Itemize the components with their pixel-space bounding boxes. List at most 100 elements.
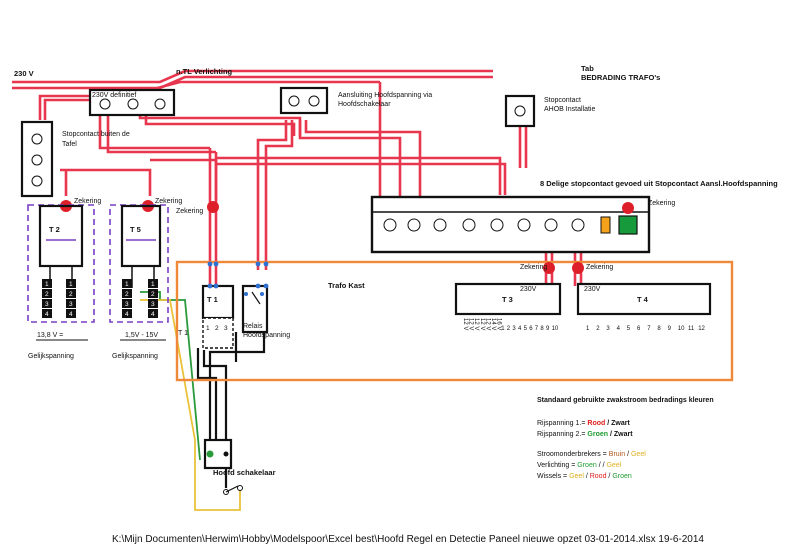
t4-output-4: 4: [617, 326, 621, 332]
t3-output-6: 14 V: [490, 318, 496, 330]
svg-text:230V: 230V: [584, 286, 601, 293]
hs-black-dot: [223, 451, 229, 457]
t4-output-9: 9: [668, 326, 672, 332]
t3-output-13: 6: [529, 326, 533, 332]
hoofd-schakelaar: Hoofd schakelaar: [203, 438, 276, 495]
wire-black-main: [202, 350, 228, 440]
t4-output-6: 6: [637, 326, 641, 332]
t2-left-terminal-label-1: 1: [45, 281, 49, 288]
t5-left-terminal-box-2: [122, 289, 132, 298]
t2-right-terminal-label-1: 1: [69, 281, 73, 288]
hs-label: Hoofd schakelaar: [213, 468, 276, 477]
t5-left-terminal-label-4: 4: [125, 311, 129, 318]
outlet-buiten-tafel: Stopcontact buiten de Tafel: [20, 120, 130, 198]
wire-relais-b: [208, 330, 266, 440]
outlet-aansluiting: Aansluiting Hoofdspanning via Hoofdschak…: [279, 86, 432, 115]
legend-verl-a: Groen: [577, 462, 597, 469]
wire-aan-8-1: [298, 120, 402, 224]
wire-top-1: [12, 69, 493, 84]
label-8-delig: 8 Delige stopcontact gevoed uit Stopcont…: [540, 179, 778, 188]
black-wires: [196, 330, 266, 488]
svg-text:Zekering: Zekering: [74, 198, 101, 205]
t5-right-terminal-box-3: [148, 299, 158, 308]
t2-right-terminal-box-3: [66, 299, 76, 308]
t3-output-5: 12 V: [484, 318, 490, 330]
t4-output-10: 10: [678, 326, 685, 332]
t5-right-terminal-label-4: 4: [151, 311, 155, 318]
relais-hoofdspanning: Relais Hoofdspanning: [241, 284, 290, 339]
fuses: Zekering Zekering Zekering Zekering Zeke…: [60, 198, 675, 274]
legend-rij2-a: Groen: [587, 431, 609, 438]
footer-path: K:\Mijn Documenten\Herwim\Hobby\Modelspo…: [112, 534, 704, 545]
legend-wissel-sep2: /: [606, 473, 613, 480]
t4-label: T 4: [637, 295, 649, 304]
t5-right-terminal-label-2: 2: [151, 291, 155, 298]
wire-t5-in: [150, 158, 218, 200]
red-wires: [12, 69, 630, 286]
t2-voltage: 13,8 V =: [37, 332, 63, 339]
t3-output-15: 8: [540, 326, 544, 332]
legend-stroom-a: Bruin: [608, 451, 626, 458]
label-tab: Tab: [581, 64, 594, 73]
legend-verl: Verlichting = Groen / / Geel: [537, 462, 621, 469]
t2-right-terminal-box-1: [66, 279, 76, 288]
legend-wissel-b: Rood: [589, 473, 607, 480]
wire-t1-left: [196, 348, 218, 440]
legend-rij1-a: Rood: [587, 420, 606, 427]
legend-wissel-c: Groen: [612, 473, 632, 480]
svg-text:Zekering: Zekering: [176, 208, 203, 215]
legend-rij1-prefix: Rijspanning 1.=: [537, 420, 588, 427]
svg-text:Zekering: Zekering: [648, 200, 675, 207]
t5-right-terminal-box-4: [148, 309, 158, 318]
junction-nodes: [207, 261, 269, 296]
t3-output-12: 5: [524, 326, 528, 332]
t5-left-terminal-box-1: [122, 279, 132, 288]
t4-output-7: 7: [647, 326, 651, 332]
orange-indicator: [600, 216, 611, 234]
legend-stroom-sep: /: [625, 451, 631, 458]
outlet-8-delig: 8 Delige stopcontact gevoed uit Stopcont…: [370, 179, 778, 254]
legend-wissel-sep1: /: [583, 473, 590, 480]
t2-right-terminal-label-2: 2: [69, 291, 73, 298]
legend-rij2: Rijspanning 2.= Groen / Zwart: [537, 431, 633, 438]
t5-right-terminal-box-2: [148, 289, 158, 298]
t3-output-17: 10: [552, 326, 559, 332]
svg-text:Zekering: Zekering: [155, 198, 182, 205]
label-buiten-2: Tafel: [62, 141, 77, 148]
t3-output-9: 2: [507, 326, 511, 332]
legend-verl-b: Geel: [606, 462, 622, 469]
socket-row: [383, 218, 585, 232]
t3-label: T 3: [502, 295, 513, 304]
t5-left-terminal-label-2: 2: [125, 291, 129, 298]
t1-terminal-1: 1: [206, 325, 210, 332]
t3-output-16: 9: [546, 326, 550, 332]
legend-stroom-b: Geel: [630, 451, 646, 458]
t3-output-11: 4: [518, 326, 522, 332]
fuse-t4: [572, 262, 584, 274]
wire-yellow: [140, 299, 241, 511]
t2-right-terminal-label-4: 4: [69, 311, 73, 318]
t4-output-5: 5: [627, 326, 631, 332]
legend-rij2-b: / Zwart: [608, 431, 633, 438]
legend-stroom-prefix: Stroomonderbrekers =: [537, 451, 609, 458]
t2-right-terminal-box-4: [66, 309, 76, 318]
wire-aan-8-2: [304, 120, 422, 224]
legend-wissel-a: Geel: [569, 473, 584, 480]
t5-left-terminal-label-1: 1: [125, 281, 129, 288]
wire-top-3: [149, 80, 380, 92]
hs-green-dot: [206, 450, 214, 458]
t5-label: T 5: [130, 225, 141, 234]
legend-rij1: Rijspanning 1.= Rood / Zwart: [537, 420, 630, 427]
t3-output-2: 12 V: [468, 318, 474, 330]
t1-side-label: T 1: [178, 330, 188, 337]
wire-8-long-1: [216, 156, 502, 195]
